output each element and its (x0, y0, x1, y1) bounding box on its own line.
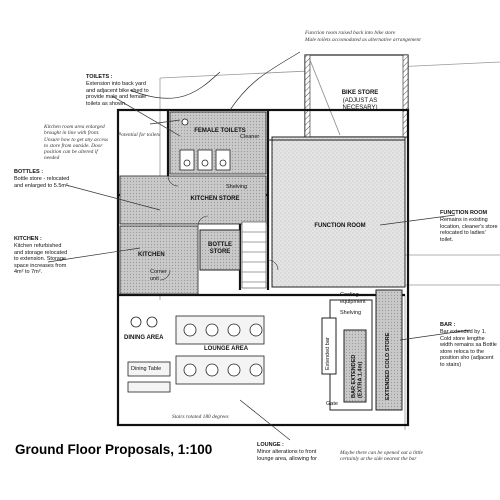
kitchen-note-body: Kitchen refurbished and storage relocate… (14, 243, 68, 275)
dining-area-label: DINING AREA (124, 335, 164, 341)
kitchen-area (119, 225, 199, 295)
stairs (241, 221, 267, 289)
cooling-equipment-label: Cooling equipment (340, 292, 366, 305)
drawing-title: Ground Floor Proposals, 1:100 (15, 442, 213, 457)
bike-store-label: BIKE STORE (341, 90, 379, 96)
kitchen-store-area (119, 175, 267, 225)
kitchen-label: KITCHEN (138, 252, 165, 258)
shelving-label: Shelving (226, 184, 248, 190)
dining-table-label: Dining Table (131, 366, 162, 372)
bar-note-heading: BAR : (440, 322, 456, 328)
function-note-body: Remains in existing location, cleaner's … (440, 217, 498, 243)
extended-bar-label: Extended bar (325, 337, 331, 370)
bar-extended-label: BAR EXTENDED (EXTRA 1.4m) (351, 354, 364, 398)
handwritten-potential-note: Potential for toilets (118, 132, 160, 138)
kitchen-note-heading: KITCHEN : (14, 236, 42, 242)
cleaner-label: Cleaner (240, 134, 260, 140)
handwritten-stairs-note: Stairs rotated 180 degrees (172, 414, 229, 420)
extended-cold-store-label: EXTENDED COLD STORE (385, 332, 391, 400)
toilet-cubicles (179, 118, 231, 171)
lounge-note-body: Minor alterations to front lounge area, … (257, 449, 317, 462)
bottle-store-label: BOTTLE STORE (208, 242, 232, 255)
handwritten-bottom-note: Maybe there can be opened out a little c… (340, 450, 423, 463)
leader-lines (47, 51, 471, 441)
bottles-note-heading: BOTTLES : (14, 169, 44, 175)
door-swings (159, 175, 279, 281)
bike-store-sublabel: (ADJUST AS NECESARY) (342, 98, 378, 111)
shelving-bar-label: Shelving (340, 310, 362, 316)
bottle-store-area (199, 229, 241, 271)
handwritten-top-note-2: Male toilets accomodated as alternative … (305, 37, 421, 43)
bottles-note-body: Bottle store - relocated and enlarged to… (14, 176, 70, 189)
bar-area (321, 289, 403, 411)
kitchen-store-label: KITCHEN STORE (190, 196, 240, 202)
function-note-heading: FUNCTION ROOM (440, 210, 488, 216)
function-room-label: FUNCTION ROOM (314, 223, 366, 229)
toilets-note-body: Extension into back yard and adjacent bi… (86, 81, 149, 107)
lounge-area-label: LOUNGE AREA (204, 346, 249, 352)
female-toilets-label: FEMALE TOILETS (194, 128, 246, 134)
toilets-note-heading: TOILETS : (86, 74, 113, 80)
bar-note-body: Bar extended by 1. Cold store lengthe wi… (440, 329, 497, 368)
gate-label: Gate (326, 401, 338, 407)
lounge-tables (175, 315, 265, 385)
dining-tables (127, 316, 171, 393)
lounge-note-heading: LOUNGE : (257, 442, 284, 448)
function-room-area (271, 136, 406, 288)
handwritten-kitchen-note: Kitchen room area enlarged brought in li… (44, 124, 109, 162)
corner-unit-label: Corner unit (150, 269, 167, 282)
handwritten-top-note: Function room raised back into bike stor… (305, 30, 396, 36)
